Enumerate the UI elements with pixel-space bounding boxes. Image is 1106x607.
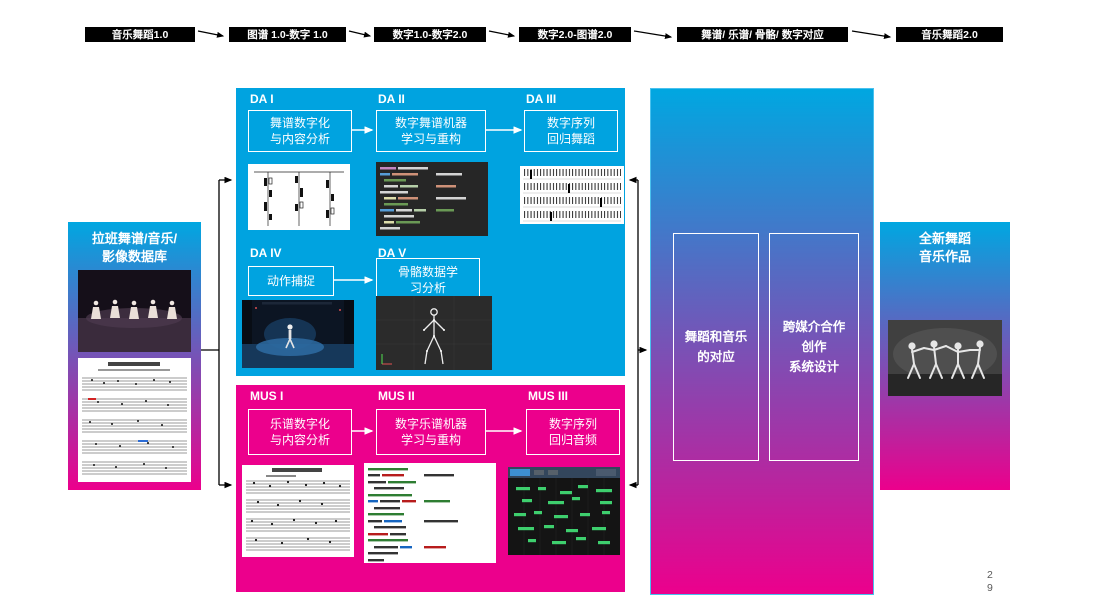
mus2-label-box: 数字乐谱机器 学习与重构 — [376, 409, 486, 455]
dancer-silhouettes — [91, 299, 177, 319]
skeleton-art — [376, 296, 492, 370]
da3-label-box: 数字序列 回归舞蹈 — [524, 110, 618, 152]
generated-notation-image — [520, 166, 624, 224]
da5-id: DA V — [378, 246, 407, 260]
output-panel-title: 全新舞蹈 音乐作品 — [918, 231, 971, 264]
music-analysis-panel: MUS I MUS II MUS III 乐谱数字化 与内容分析 数字乐谱机器 … — [236, 385, 625, 592]
sheet-music-art — [242, 465, 354, 557]
mus2-id: MUS II — [378, 389, 415, 403]
da3-id: DA III — [526, 92, 557, 106]
da4-id: DA IV — [250, 246, 282, 260]
dark-code-terminal-image — [376, 162, 488, 236]
dance-analysis-panel: DA I DA II DA III 舞谱数字化 与内容分析 数字舞谱机器 学习与… — [236, 88, 625, 376]
page-number: 29 — [987, 569, 993, 595]
light-code-art — [364, 463, 496, 563]
light-code-editor-image — [364, 463, 496, 563]
laban-notation-art — [248, 164, 350, 230]
mus1-id: MUS I — [250, 389, 284, 403]
da1-id: DA I — [250, 92, 274, 106]
midi-piano-roll-image — [508, 467, 620, 555]
source-to-sections-connector — [201, 176, 233, 489]
cross-media-system-box: 跨媒介合作 创作 系统设计 — [769, 233, 859, 461]
new-dance-work-photo — [888, 320, 1002, 396]
output-panel: 全新舞蹈 音乐作品 — [880, 222, 1010, 490]
mus1-label-box: 乐谱数字化 与内容分析 — [248, 409, 352, 455]
laban-music-score-image — [78, 358, 191, 482]
dance-performance-photo-art — [78, 270, 191, 352]
timeline-stage-6: 音乐舞蹈2.0 — [896, 27, 1003, 42]
timeline-stage-2: 图谱 1.0-数字 1.0 — [229, 27, 346, 42]
da2-label-box: 数字舞谱机器 学习与重构 — [376, 110, 486, 152]
sections-integration-connector — [628, 176, 648, 489]
da5-label-box: 骨骼数据学 习分析 — [376, 258, 480, 302]
mus3-id: MUS III — [528, 389, 569, 403]
timeline-stage-1: 音乐舞蹈1.0 — [85, 27, 195, 42]
dark-code-art — [376, 162, 488, 236]
motion-capture-stage-image — [242, 300, 354, 368]
source-panel-title: 拉班舞谱/音乐/ 影像数据库 — [91, 231, 178, 264]
da2-id: DA II — [378, 92, 405, 106]
generated-notation-art — [520, 166, 624, 224]
skeleton-visualization-image — [376, 296, 492, 370]
laban-notation-scan-image — [248, 164, 350, 230]
timeline-stage-3: 数字1.0-数字2.0 — [374, 27, 486, 42]
da1-label-box: 舞谱数字化 与内容分析 — [248, 110, 352, 152]
new-dance-work-art — [888, 320, 1002, 396]
timeline-stage-5: 舞谱/ 乐谱/ 骨骼/ 数字对应 — [677, 27, 848, 42]
da4-label-box: 动作捕捉 — [248, 266, 334, 296]
mus3-label-box: 数字序列 回归音频 — [526, 409, 620, 455]
timeline-stage-4: 数字2.0-图谱2.0 — [519, 27, 631, 42]
midi-art — [508, 467, 620, 555]
dance-performance-photo — [78, 270, 191, 352]
integration-panel: 舞蹈和音乐 的对应 跨媒介合作 创作 系统设计 — [650, 88, 874, 595]
dance-music-correspondence-box: 舞蹈和音乐 的对应 — [673, 233, 759, 461]
sheet-music-scan-image — [242, 465, 354, 557]
source-database-panel: 拉班舞谱/音乐/ 影像数据库 — [68, 222, 201, 490]
motion-capture-art — [242, 300, 354, 368]
score-scan-art — [78, 358, 191, 482]
